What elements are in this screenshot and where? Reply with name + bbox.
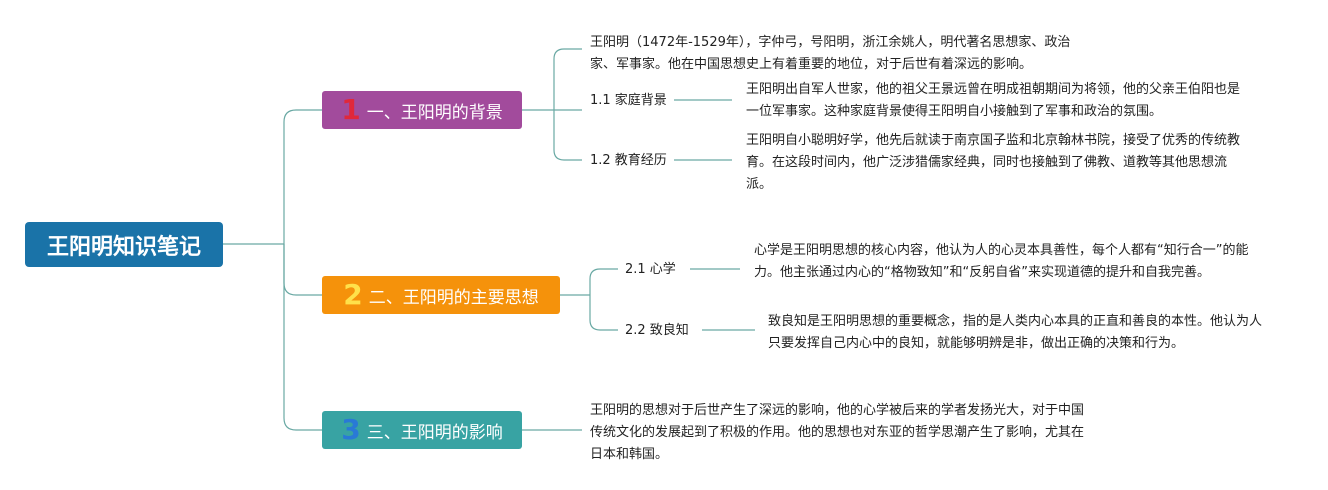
topic-background[interactable]: 1 一、王阳明的背景 — [322, 91, 522, 129]
influence-text: 王阳明的思想对于后世产生了深远的影响，他的心学被后来的学者发扬光大，对于中国传统… — [590, 403, 1085, 462]
subtopic-education-text: 王阳明自小聪明好学，他先后就读于南京国子监和北京翰林书院，接受了优秀的传统教育。… — [746, 133, 1241, 192]
subtopic-education-label[interactable]: 1.2 教育经历 — [590, 153, 667, 168]
topic-number: 1 — [341, 93, 361, 126]
topic-main-thoughts[interactable]: 2 二、王阳明的主要思想 — [322, 276, 560, 314]
subtopic-xinxue-text: 心学是王阳明思想的核心内容，他认为人的心灵本具善性，每个人都有“知行合一”的能力… — [754, 243, 1249, 280]
topic-influence[interactable]: 3 三、王阳明的影响 — [322, 411, 522, 449]
subtopic-liangzhi-text: 致良知是王阳明思想的重要概念，指的是人类内心本具的正直和善良的本性。他认为人只要… — [768, 314, 1263, 351]
topic-number: 3 — [341, 413, 361, 446]
background-intro-text: 王阳明（1472年-1529年），字仲弓，号阳明，浙江余姚人，明代著名思想家、政… — [590, 35, 1071, 72]
topic-number: 2 — [343, 278, 363, 311]
root-title: 王阳明知识笔记 — [46, 234, 201, 260]
subtopic-family-label[interactable]: 1.1 家庭背景 — [590, 93, 667, 108]
root-topic[interactable]: 王阳明知识笔记 — [25, 222, 223, 267]
subtopic-liangzhi-label[interactable]: 2.2 致良知 — [625, 323, 689, 338]
subtopic-family-text: 王阳明出自军人世家，他的祖父王景远曾在明成祖朝期间为将领，他的父亲王伯阳也是一位… — [746, 82, 1241, 119]
subtopic-xinxue-label[interactable]: 2.1 心学 — [625, 262, 676, 277]
topic-label: 二、王阳明的主要思想 — [368, 287, 539, 308]
topic-label: 一、王阳明的背景 — [366, 102, 503, 123]
topic-label: 三、王阳明的影响 — [366, 422, 503, 443]
